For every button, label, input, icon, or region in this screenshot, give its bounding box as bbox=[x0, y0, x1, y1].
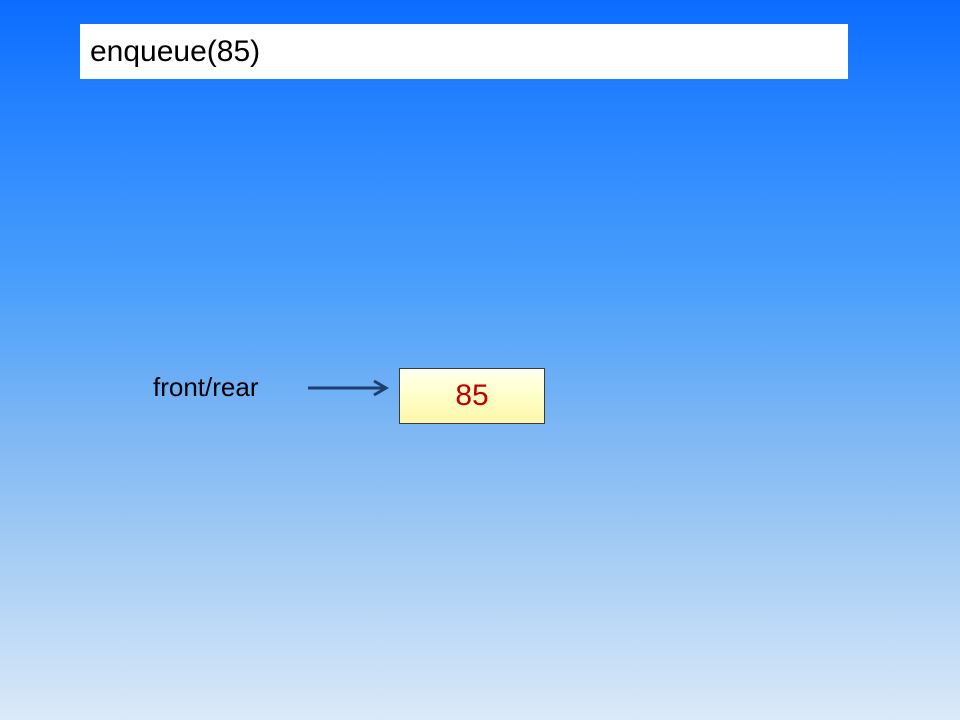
queue-node: 85 bbox=[399, 368, 545, 424]
pointer-arrow-head bbox=[373, 379, 389, 397]
slide-title: enqueue(85) bbox=[80, 24, 848, 79]
front-rear-label: front/rear bbox=[153, 372, 259, 402]
pointer-arrow bbox=[308, 379, 389, 397]
queue-node-value: 85 bbox=[455, 379, 489, 412]
slide-title-text: enqueue(85) bbox=[90, 34, 261, 68]
